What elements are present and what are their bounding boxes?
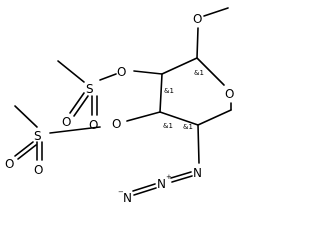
charge-n-middle: +: [166, 173, 172, 181]
bond-n-attached-n-middle-double: [171, 175, 193, 183]
atom-s-upper: S: [86, 82, 94, 96]
bond-o-upper-s: [99, 73, 117, 81]
bond-s-lower-methyl: [14, 105, 38, 128]
bond-methoxy-o-methyl: [203, 7, 229, 17]
bond-s-upper-methyl: [57, 60, 85, 83]
bond-c2-c3: [159, 73, 163, 113]
bond-s-lower-o2-double: [17, 144, 37, 160]
bond-n-middle-n-terminal: [132, 183, 156, 192]
bond-o-lower-s: [49, 126, 101, 134]
bond-n-middle-n-terminal-double: [133, 187, 157, 196]
bond-s-upper-o2-double: [73, 95, 89, 117]
atom-s-lower: S: [34, 129, 42, 143]
bond-c2-o-upper: [133, 70, 163, 75]
atom-o-lower-link: O: [112, 117, 121, 131]
atom-o-upper-2: O: [62, 115, 71, 129]
atom-o-lower-2: O: [5, 157, 14, 171]
atom-n-attached: N: [193, 166, 202, 180]
atom-n-middle: N: [157, 177, 166, 191]
atom-n-terminal: N: [123, 191, 132, 205]
stereo-label-c4: &1: [183, 123, 193, 131]
bond-c4-n-attached: [197, 124, 200, 164]
stereo-label-c2: &1: [164, 87, 174, 95]
bond-c3-o-lower: [126, 111, 161, 122]
bond-ring-o-c1: [196, 57, 225, 86]
charge-n-terminal: −: [118, 188, 124, 196]
bond-s-upper-o2: [69, 92, 85, 114]
atom-o-upper-1: O: [89, 118, 98, 132]
stereo-label-c1: &1: [194, 69, 204, 77]
bond-c3-c4: [159, 111, 199, 126]
atom-o-ring: O: [225, 87, 234, 101]
atom-o-upper-link: O: [117, 65, 126, 79]
bond-c4-c5: [197, 109, 232, 126]
molecule-structure: O O O S O O O S O O N N + N − &1 &1 &1 &…: [5, 7, 234, 205]
bond-n-attached-n-middle: [170, 171, 192, 179]
stereo-label-c3: &1: [163, 122, 173, 130]
structure-drawing: O O O S O O O S O O N N + N − &1 &1 &1 &…: [5, 7, 234, 205]
atom-o-methoxy: O: [193, 12, 202, 26]
bond-c1-methoxy-o: [196, 27, 199, 59]
bond-c1-c2: [161, 57, 198, 75]
bond-s-lower-o2: [14, 141, 34, 157]
atom-o-lower-1: O: [34, 163, 43, 177]
